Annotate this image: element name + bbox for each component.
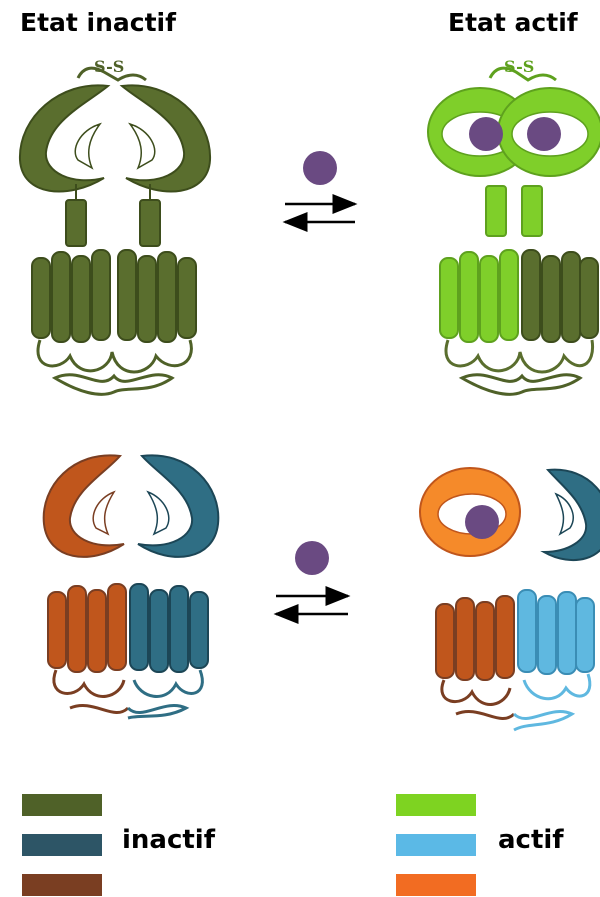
active-state-title: Etat actif [448,8,578,37]
legend-inactive-label: inactif [122,825,216,855]
bound-ligand-right [527,117,561,151]
inactive-state-title: Etat inactif [20,8,177,37]
legend [22,794,476,896]
bound-ligand-hetero [465,505,499,539]
heterodimer-active [419,467,600,732]
ligand-bottom [295,541,329,575]
disulfide-label: S-S [94,57,124,76]
legend-swatch-active-orange [396,874,476,896]
legend-swatch-active-blue [396,834,476,856]
heterodimer-inactive [42,454,220,720]
legend-swatch-inactive-teal [22,834,102,856]
legend-active-label: actif [498,825,564,855]
homodimer-active: S-S [427,57,600,396]
disulfide-label-active: S-S [504,57,534,76]
legend-swatch-active-green [396,794,476,816]
legend-swatch-inactive-olive [22,794,102,816]
ligand-top [303,151,337,185]
legend-swatch-inactive-brown [22,874,102,896]
bound-ligand-left [469,117,503,151]
homodimer-inactive: S-S [18,57,212,396]
